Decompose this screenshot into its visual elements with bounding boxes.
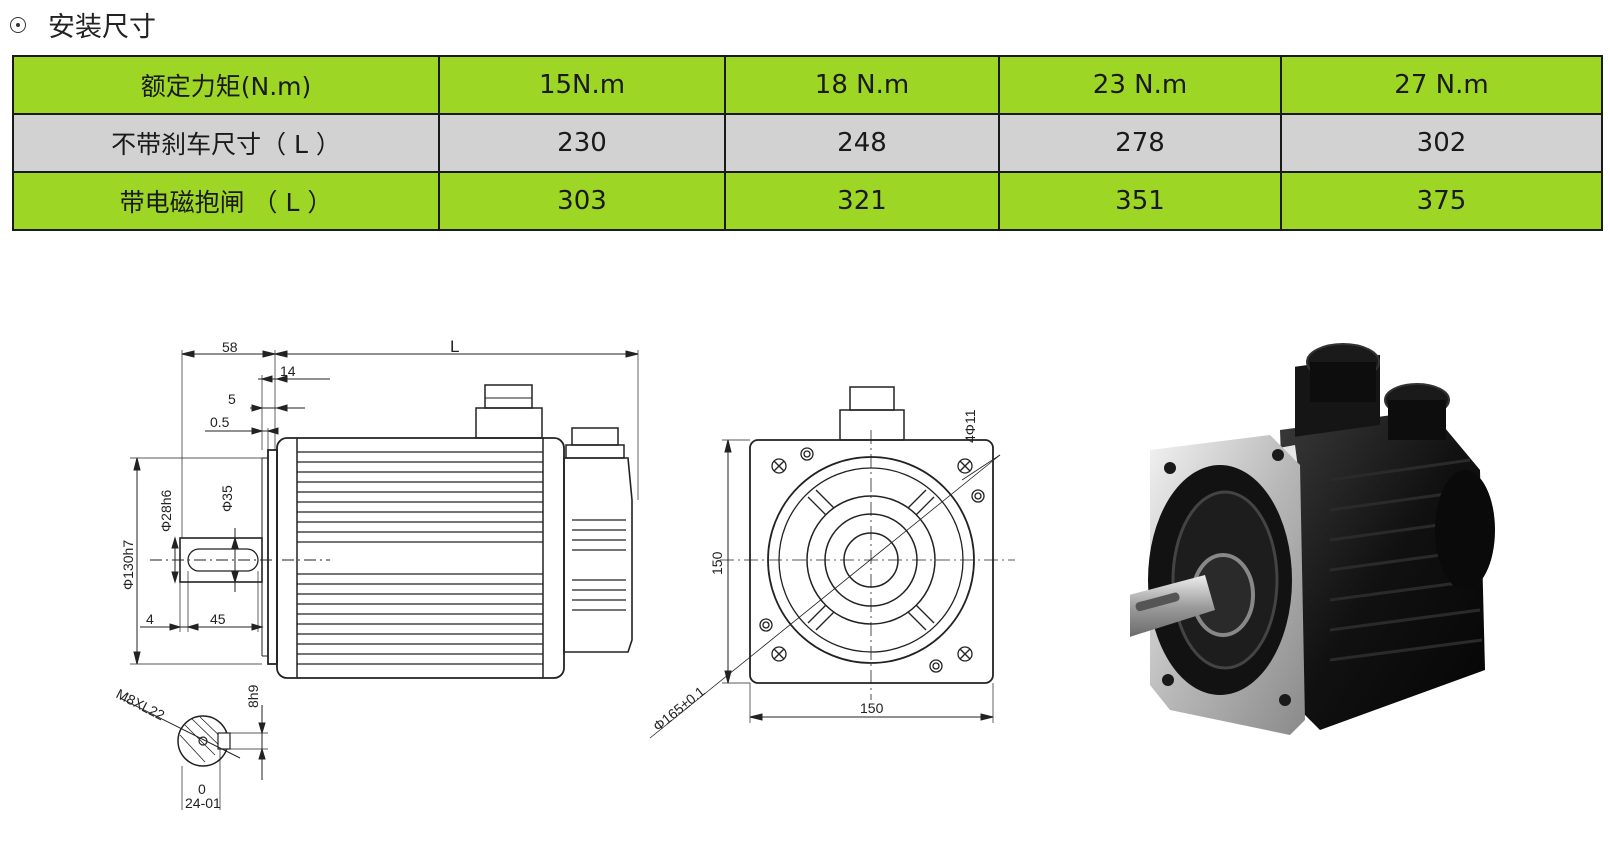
dim-L: L [450,337,459,356]
dim-58: 58 [222,339,238,355]
dim-14: 14 [280,363,296,379]
section-title: 安装尺寸 [48,11,156,43]
dim-5: 5 [228,391,236,407]
table-cell: 302 [1280,113,1603,173]
table-cell: 375 [1280,171,1603,231]
dim-height-150: 150 [709,551,725,575]
dim-45: 45 [210,611,226,627]
dim-0-5: 0.5 [210,414,230,430]
technical-drawing: 58 L 14 5 0.5 4 45 Φ130h7 Φ28h6 Φ35 [114,337,1015,811]
section-heading: 安装尺寸 [10,4,156,44]
table-cell: 278 [998,113,1282,173]
table-cell: 15N.m [438,55,726,115]
spec-table: 额定力矩(N.m) 15N.m 18 N.m 23 N.m 27 N.m 不带刹… [12,55,1603,231]
table-cell: 230 [438,113,726,173]
cooling-fins [297,451,543,665]
mounting-holes [759,447,985,673]
row-label: 额定力矩(N.m) [12,55,440,115]
table-row: 不带刹车尺寸（ L ） 230 248 278 302 [12,113,1603,173]
servo-motor-photo [1130,343,1495,735]
dim-4: 4 [146,611,154,627]
table-row: 额定力矩(N.m) 15N.m 18 N.m 23 N.m 27 N.m [12,55,1603,115]
row-label: 带电磁抱闸 （ L ） [12,171,440,231]
shaft-section: M8XL22 8h9 0 24-01 [114,684,268,811]
table-cell: 23 N.m [998,55,1282,115]
front-view: 150 150 Φ165±0.1 4Φ11 [649,386,1015,739]
table-cell: 18 N.m [724,55,1000,115]
table-cell: 303 [438,171,726,231]
table-cell: 27 N.m [1280,55,1603,115]
dim-holes: 4Φ11 [962,409,978,443]
circle-bullet-icon [10,17,26,33]
dim-phi35: Φ35 [219,485,235,512]
table-cell: 321 [724,171,1000,231]
table-cell: 248 [724,113,1000,173]
dim-phi28h6: Φ28h6 [158,489,174,532]
table-row: 带电磁抱闸 （ L ） 303 321 351 375 [12,171,1603,231]
tolerance-label: 24-01 [185,795,221,811]
dim-pcd: Φ165±0.1 [650,683,708,734]
key-label: 8h9 [245,684,261,708]
dim-phi130h7: Φ130h7 [120,540,136,590]
table-cell: 351 [998,171,1282,231]
zero-label: 0 [198,781,206,797]
dim-width-150: 150 [860,700,884,716]
row-label: 不带刹车尺寸（ L ） [12,113,440,173]
side-view: 58 L 14 5 0.5 4 45 Φ130h7 Φ28h6 Φ35 [120,337,639,679]
thread-label: M8XL22 [114,685,168,723]
